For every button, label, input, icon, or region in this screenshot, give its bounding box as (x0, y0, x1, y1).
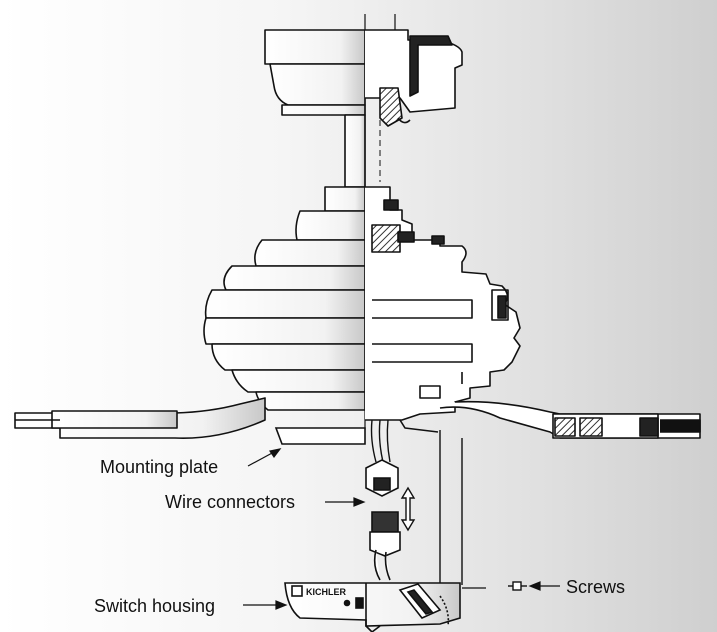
label-wire-connectors: Wire connectors (165, 492, 296, 512)
fan-blade-right (439, 400, 701, 439)
kichler-logo: KICHLER (306, 587, 346, 597)
pull-chain-switch (398, 583, 450, 627)
fan-blade-left (14, 397, 266, 439)
label-screws: Screws (566, 577, 626, 597)
canopy-section (365, 29, 463, 127)
label-mounting-plate: Mounting plate (100, 457, 219, 477)
downrod (344, 114, 366, 188)
mounting-plate (274, 427, 366, 445)
label-switch-housing: Switch housing (94, 596, 216, 616)
canopy (264, 29, 366, 116)
wire-connector-top (365, 459, 399, 497)
wires (370, 419, 391, 463)
callout-leaders (243, 448, 560, 610)
screw-icon (508, 581, 527, 591)
switch-housing (284, 582, 461, 632)
wire-connector-bottom (369, 511, 401, 581)
motor-housing (203, 186, 366, 411)
up-down-arrow-icon (400, 486, 416, 532)
motor-section (365, 186, 521, 421)
